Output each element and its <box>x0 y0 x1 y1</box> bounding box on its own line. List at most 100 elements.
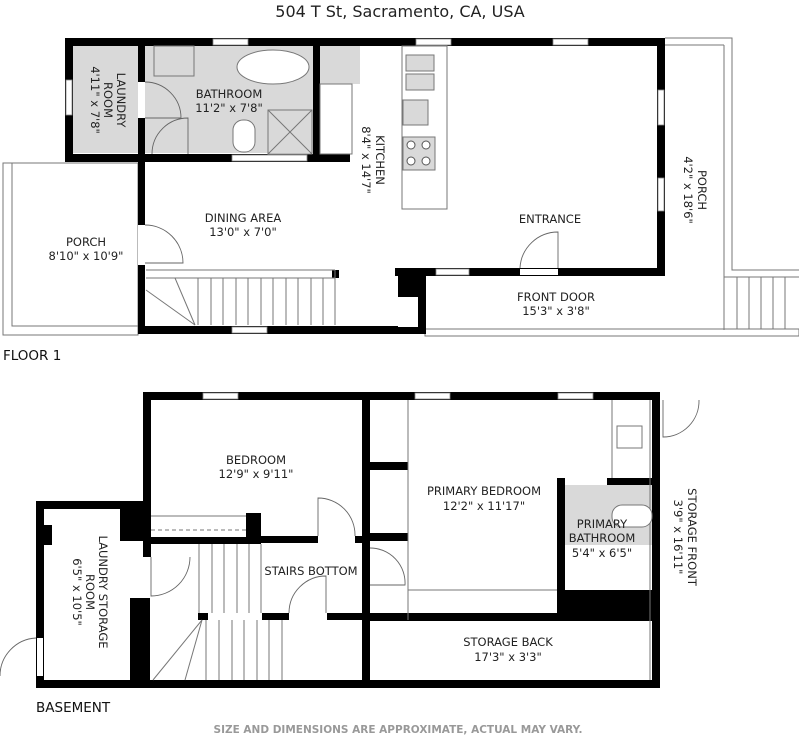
room-entrance: ENTRANCE <box>519 212 581 226</box>
sink-icon <box>616 425 643 449</box>
staircase <box>151 515 283 681</box>
window <box>231 326 268 334</box>
wall <box>198 613 208 620</box>
kitchen-sink-icon <box>405 73 435 91</box>
window <box>65 79 73 116</box>
svg-text:LAUNDRY STORAGE: LAUNDRY STORAGE <box>96 535 110 648</box>
room-stairs-bottom: STAIRS BOTTOM <box>264 564 357 578</box>
svg-text:13'0" x 7'0": 13'0" x 7'0" <box>209 225 277 239</box>
svg-text:15'3" x 3'8": 15'3" x 3'8" <box>522 304 590 318</box>
door-swing <box>288 575 327 614</box>
kitchen-counter <box>320 46 360 84</box>
room-kitchen: KITCHEN 8'4" x 14'7" <box>359 126 387 194</box>
laundry-room-floor <box>73 46 138 153</box>
svg-text:STORAGE FRONT: STORAGE FRONT <box>685 488 699 587</box>
window <box>557 392 594 400</box>
door-gap <box>663 393 699 399</box>
wall <box>370 613 566 621</box>
wall <box>262 613 289 620</box>
room-front-door: FRONT DOOR 15'3" x 3'8" <box>517 290 595 318</box>
svg-text:PORCH: PORCH <box>66 235 106 249</box>
window <box>231 154 308 162</box>
window <box>414 392 451 400</box>
door-swing <box>144 224 184 264</box>
kitchen-cabinet <box>319 83 353 155</box>
wall <box>657 38 665 276</box>
svg-text:4'11" x 7'8": 4'11" x 7'8" <box>88 66 102 134</box>
svg-text:ROOM: ROOM <box>101 82 115 118</box>
wall <box>138 38 145 333</box>
wall <box>370 533 408 541</box>
wall <box>362 392 370 688</box>
door-swing <box>662 399 700 438</box>
bathtub-icon <box>611 504 653 528</box>
svg-text:17'3" x 3'3": 17'3" x 3'3" <box>474 650 542 664</box>
svg-text:PRIMARY: PRIMARY <box>577 517 628 531</box>
kitchen-island <box>401 45 448 210</box>
porch-right-outline <box>665 37 799 271</box>
svg-text:BATHROOM: BATHROOM <box>569 531 636 545</box>
toilet-icon <box>232 119 256 153</box>
wall <box>652 392 660 688</box>
window <box>415 38 452 46</box>
room-dining-area: DINING AREA 13'0" x 7'0" <box>205 211 282 239</box>
svg-text:BEDROOM: BEDROOM <box>226 453 286 467</box>
svg-text:FRONT DOOR: FRONT DOOR <box>517 290 595 304</box>
door-swing <box>0 637 37 676</box>
room-primary-bedroom: PRIMARY BEDROOM 12'2" x 11'17" <box>427 484 541 513</box>
wall <box>65 38 665 46</box>
room-bedroom: BEDROOM 12'9" x 9'11" <box>219 453 294 481</box>
wall <box>44 525 52 545</box>
wall <box>143 537 261 544</box>
svg-text:BATHROOM: BATHROOM <box>196 87 263 101</box>
wall <box>370 462 408 470</box>
basement-label: BASEMENT <box>36 700 111 716</box>
svg-text:5'4" x 6'5": 5'4" x 6'5" <box>572 546 632 560</box>
room-bathroom: BATHROOM 11'2" x 7'8" <box>195 87 263 115</box>
svg-text:PRIMARY BEDROOM: PRIMARY BEDROOM <box>427 484 541 498</box>
disclaimer: SIZE AND DIMENSIONS ARE APPROXIMATE, ACT… <box>214 724 583 736</box>
staircase <box>145 269 336 326</box>
window <box>657 89 665 126</box>
door-swing <box>150 556 191 597</box>
wall <box>143 392 660 400</box>
svg-text:ROOM: ROOM <box>83 574 97 610</box>
shower-icon <box>267 109 313 155</box>
door-swing <box>369 547 406 586</box>
wall <box>557 590 652 621</box>
room-storage-back: STORAGE BACK 17'3" x 3'3" <box>463 635 553 664</box>
wall <box>130 598 150 683</box>
basement-plan: BEDROOM 12'9" x 9'11" LAUNDRY STORAGE RO… <box>0 392 700 688</box>
wall <box>143 392 151 557</box>
room-porch-right: PORCH 4'2" x 18'6" <box>681 156 709 224</box>
sink-icon <box>153 45 195 77</box>
wall-notch <box>398 297 418 327</box>
window <box>202 392 239 400</box>
svg-text:12'9" x 9'11": 12'9" x 9'11" <box>219 467 294 481</box>
svg-text:8'4" x 14'7": 8'4" x 14'7" <box>359 126 373 194</box>
kitchen-sink-icon <box>405 54 435 72</box>
wall <box>327 613 370 620</box>
room-storage-front: STORAGE FRONT 3'9" x 16'11" <box>671 488 699 587</box>
wall <box>246 513 261 544</box>
room-laundry-room: LAUNDRY ROOM 4'11" x 7'8" <box>88 66 128 134</box>
svg-text:8'10" x 10'9": 8'10" x 10'9" <box>49 249 124 263</box>
svg-text:4'2" x 18'6": 4'2" x 18'6" <box>681 156 695 224</box>
dishwasher-icon <box>402 99 429 126</box>
wall <box>36 680 660 688</box>
floor-1-plan: LAUNDRY ROOM 4'11" x 7'8" BATHROOM 11'2"… <box>2 37 799 337</box>
porch-steps <box>724 276 799 329</box>
door-swing <box>151 117 189 155</box>
front-porch-edge <box>424 328 799 337</box>
door-swing <box>317 497 356 537</box>
svg-text:12'2" x 11'17": 12'2" x 11'17" <box>443 499 525 513</box>
svg-text:DINING AREA: DINING AREA <box>205 211 282 225</box>
wall <box>261 536 318 543</box>
front-door-swing <box>519 231 559 269</box>
wall <box>36 501 146 509</box>
address-title: 504 T St, Sacramento, CA, USA <box>275 2 524 21</box>
wall <box>138 326 425 334</box>
wall <box>65 154 350 162</box>
svg-text:KITCHEN: KITCHEN <box>373 135 387 185</box>
